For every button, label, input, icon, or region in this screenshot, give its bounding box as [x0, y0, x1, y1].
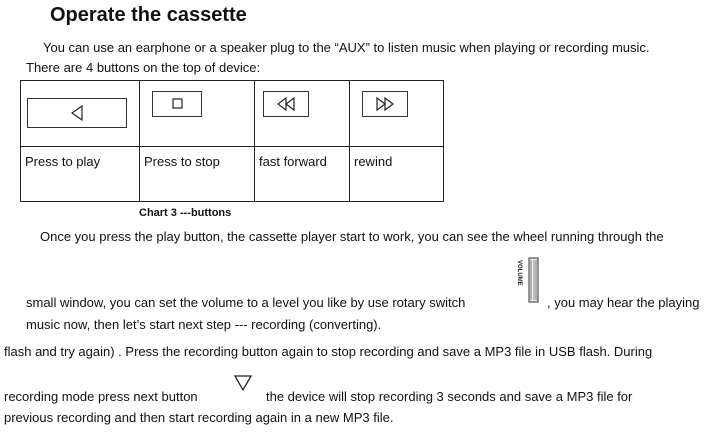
paragraph-1-line-3: music now, then let’s start next step --…: [26, 317, 382, 332]
paragraph-1-line-1: Once you press the play button, the cass…: [40, 229, 664, 244]
rewind-button-illustration: [362, 91, 408, 117]
double-right-arrow-icon: [376, 96, 394, 112]
intro-line-1: You can use an earphone or a speaker plu…: [43, 40, 650, 55]
volume-label: VOLUME: [516, 260, 522, 286]
buttons-table: Press to play Press to stop fast forward…: [20, 80, 444, 202]
down-triangle-icon: [233, 375, 253, 392]
fast-forward-label: fast forward: [259, 154, 327, 169]
page-title: Operate the cassette: [50, 4, 247, 26]
volume-rotary-switch: VOLUME: [508, 256, 544, 306]
paragraph-2-line-2a: recording mode press next button: [4, 389, 198, 404]
table-caption: Chart 3 ---buttons: [139, 207, 232, 219]
paragraph-1-line-2b: , you may hear the playing: [547, 295, 700, 310]
stop-button-cell: [139, 80, 255, 147]
play-label: Press to play: [25, 154, 101, 169]
double-left-arrow-icon: [277, 96, 295, 112]
paragraph-2-line-3: previous recording and then start record…: [4, 410, 394, 425]
play-button-illustration: [27, 98, 127, 128]
intro-line-2: There are 4 buttons on the top of device…: [26, 60, 261, 75]
rewind-button-cell: [349, 80, 444, 147]
paragraph-2-line-1: flash and try again) . Press the recordi…: [4, 344, 653, 359]
stop-square-icon: [172, 98, 183, 109]
paragraph-2-line-2b: the device will stop recording 3 seconds…: [266, 389, 633, 404]
rewind-label-cell: rewind: [349, 146, 444, 202]
fast-forward-button-cell: [254, 80, 350, 147]
next-button-symbol: [233, 374, 253, 392]
play-label-cell: Press to play: [20, 146, 140, 202]
play-button-cell: [20, 80, 140, 147]
play-triangle-left-icon: [70, 104, 83, 122]
stop-label-cell: Press to stop: [139, 146, 255, 202]
fast-forward-button-illustration: [263, 91, 309, 117]
volume-switch-icon: VOLUME: [516, 257, 539, 303]
fast-forward-label-cell: fast forward: [254, 146, 350, 202]
stop-button-illustration: [152, 91, 202, 117]
stop-label: Press to stop: [144, 154, 220, 169]
rewind-label: rewind: [354, 154, 393, 169]
paragraph-1-line-2a: small window, you can set the volume to …: [26, 295, 466, 310]
